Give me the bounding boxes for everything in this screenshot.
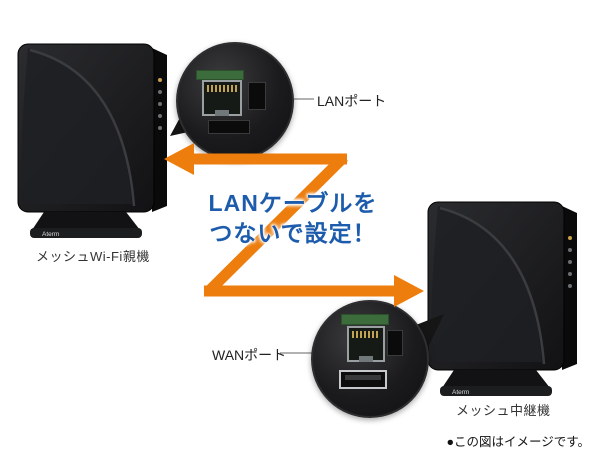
router-parent-illustration: Aterm [17, 43, 167, 238]
lan-ethernet-jack-icon [202, 80, 242, 116]
lan-port-callout [176, 42, 294, 160]
router-stand [442, 370, 550, 388]
router-stand-lip [30, 228, 142, 238]
router-parent: Aterm [14, 38, 189, 243]
caption-line2: つないで設定！ [209, 220, 377, 246]
usb-port-icon [339, 370, 387, 389]
router-stand [32, 212, 140, 230]
lan-port-label: LANポート [317, 93, 387, 109]
router-status-leds [568, 236, 572, 288]
wan-port-callout [311, 300, 429, 418]
router-repeater-illustration: Aterm [427, 201, 577, 396]
router-side-panel [152, 48, 167, 212]
wan-ethernet-jack-icon [347, 326, 385, 362]
router-logo: Aterm [452, 389, 469, 396]
circuit-board [341, 314, 389, 325]
router-panel-curve-line [439, 206, 546, 365]
router-parent-label: メッシュWi-Fi親機 [36, 249, 150, 264]
usb-tongue [345, 375, 381, 380]
footnote: ●この図はイメージです。 [446, 435, 590, 449]
router-stand-lip [440, 386, 552, 396]
adjacent-port [387, 330, 403, 356]
caption: LANケーブルを つないで設定！ [178, 188, 408, 248]
ethernet-pins [207, 85, 237, 92]
router-panel-curve-area [21, 48, 132, 204]
lower-port [208, 120, 250, 134]
ethernet-latch [214, 110, 230, 116]
ethernet-pins [352, 331, 380, 338]
router-repeater-label: メッシュ中継機 [456, 403, 551, 418]
circuit-board [196, 70, 244, 80]
router-panel-curve-line [29, 48, 136, 207]
wan-port-label: WANポート [212, 347, 287, 363]
router-side-panel [562, 206, 577, 370]
caption-line1: LANケーブルを [208, 190, 378, 216]
router-panel-curve-area [431, 206, 542, 362]
router-repeater: Aterm [424, 196, 599, 401]
ethernet-latch [359, 356, 373, 362]
router-logo: Aterm [42, 231, 59, 238]
router-status-leds [158, 78, 162, 130]
adjacent-port [248, 82, 266, 110]
